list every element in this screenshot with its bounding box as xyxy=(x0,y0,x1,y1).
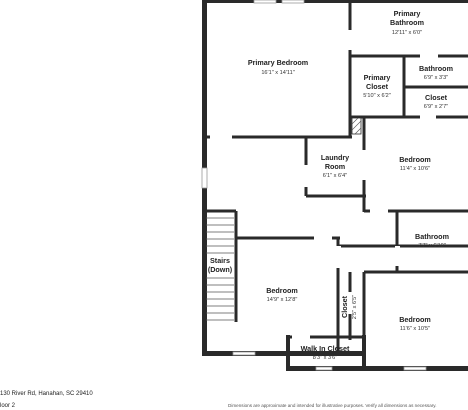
hatch-chase xyxy=(351,117,362,135)
bathroom-upper-name: Bathroom xyxy=(419,64,453,73)
floor-label: loor 2 xyxy=(0,403,16,409)
closet-small-dims: 2'5" x 6'5" xyxy=(352,295,358,319)
disclaimer-text: Dimensions are approximate and intended … xyxy=(228,403,437,408)
closet-upper-dims: 6'9" x 2'7" xyxy=(424,104,448,110)
primary-closet-name-1: Primary xyxy=(364,73,391,82)
bedroom-right-lower-dims: 11'6" x 10'5" xyxy=(400,326,430,332)
laundry-room-name-2: Room xyxy=(325,162,345,171)
primary-closet-name-2: Closet xyxy=(366,82,389,91)
interior-walls xyxy=(204,0,468,368)
bedroom-right-lower-name: Bedroom xyxy=(399,315,431,324)
stairs-treads xyxy=(206,217,234,321)
walk-in-closet-dims: 8'3" x 3'6" xyxy=(313,355,337,361)
closet-upper-name: Closet xyxy=(425,93,448,102)
primary-bathroom-dims: 12'11" x 6'0" xyxy=(392,30,422,36)
walk-in-closet-name: Walk In Closet xyxy=(301,344,350,353)
stairs-name-2: (Down) xyxy=(208,265,233,274)
bedroom-right-upper-name: Bedroom xyxy=(399,155,431,164)
address-text: 130 River Rd, Hanahan, SC 29410 xyxy=(0,391,93,397)
primary-bedroom-name: Primary Bedroom xyxy=(248,58,308,67)
door-gaps xyxy=(210,30,438,340)
primary-bathroom-name-2: Bathroom xyxy=(390,18,424,27)
bedroom-left-name: Bedroom xyxy=(266,286,298,295)
primary-bathroom-name-1: Primary xyxy=(394,9,421,18)
primary-closet-dims: 5'10" x 6'2" xyxy=(363,93,391,99)
bathroom-right-name: Bathroom xyxy=(415,232,449,241)
bathroom-right-dims: 7'7" x 6'10" xyxy=(418,243,446,249)
closet-small-name: Closet xyxy=(340,295,349,318)
stairs-name-1: Stairs xyxy=(210,256,230,265)
bathroom-upper-dims: 6'9" x 3'3" xyxy=(424,75,448,81)
laundry-room-name-1: Laundry xyxy=(321,153,349,162)
laundry-room-dims: 6'1" x 6'4" xyxy=(323,173,347,179)
windows xyxy=(201,0,427,371)
bedroom-left-dims: 14'9" x 12'8" xyxy=(267,297,298,303)
bedroom-right-upper-dims: 11'4" x 10'6" xyxy=(400,166,430,172)
primary-bedroom-dims: 16'1" x 14'11" xyxy=(261,70,294,76)
room-labels: Primary Bedroom 16'1" x 14'11" Primary B… xyxy=(208,9,453,361)
